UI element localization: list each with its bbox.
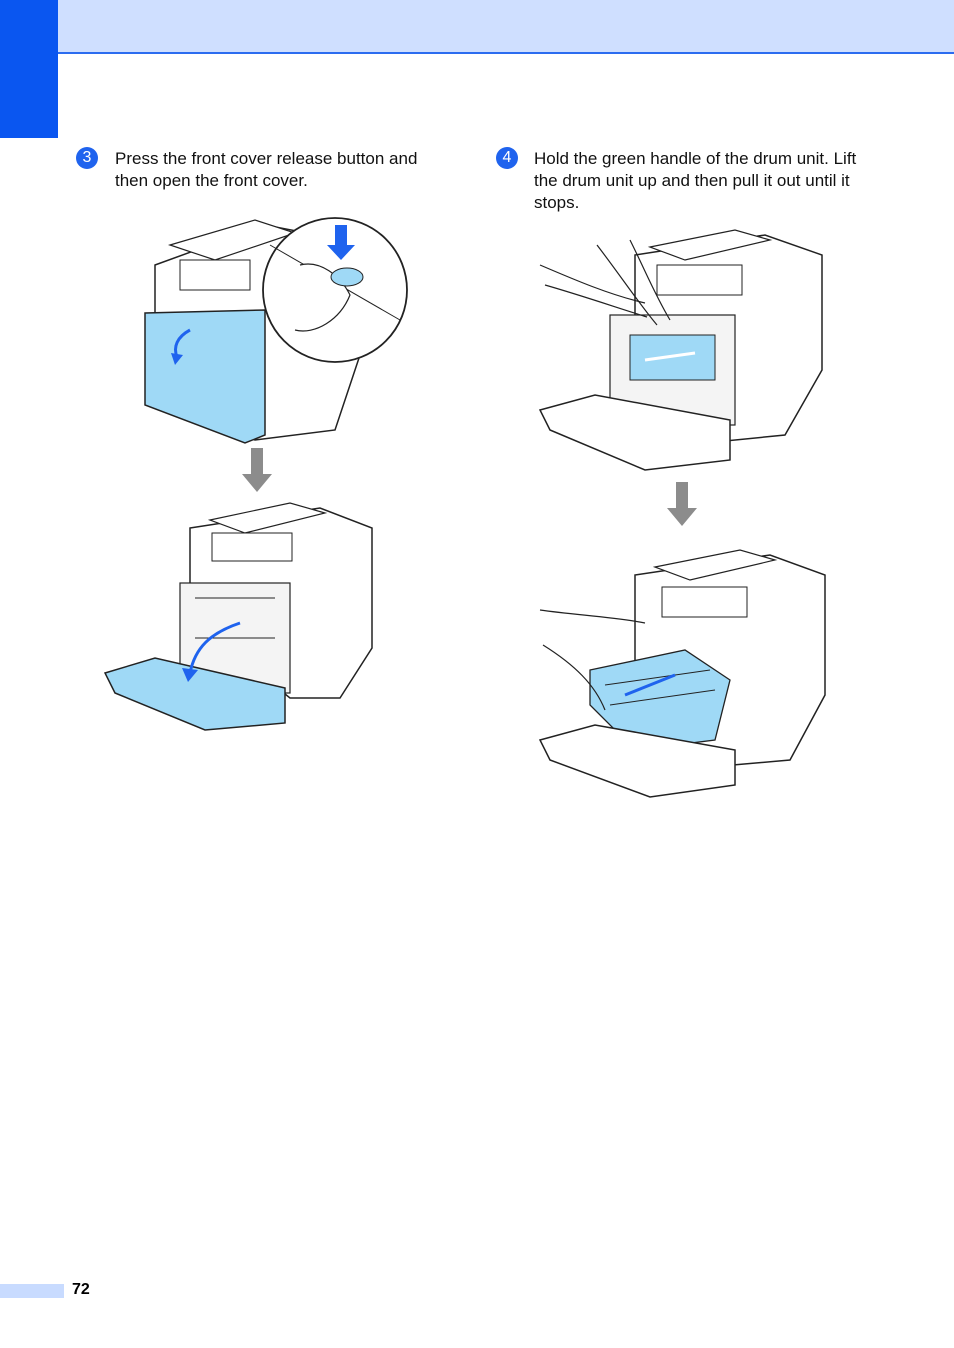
chapter-tab [0,0,58,138]
step-4-text: Hold the green handle of the drum unit. … [534,149,857,212]
drum-pulled-out-illustration [538,549,826,798]
down-arrow-icon [242,448,272,492]
header-band [0,0,954,54]
step-3-text: Press the front cover release button and… [115,149,418,190]
step-3-number: 3 [76,147,98,169]
drum-lift-illustration [538,229,823,471]
footer-band [0,1284,64,1298]
printer-cover-release-illustration [144,217,408,444]
page-number: 72 [72,1281,90,1298]
step-4-number: 4 [496,147,518,169]
down-arrow-icon [667,482,697,526]
printer-cover-open-illustration [103,502,373,731]
